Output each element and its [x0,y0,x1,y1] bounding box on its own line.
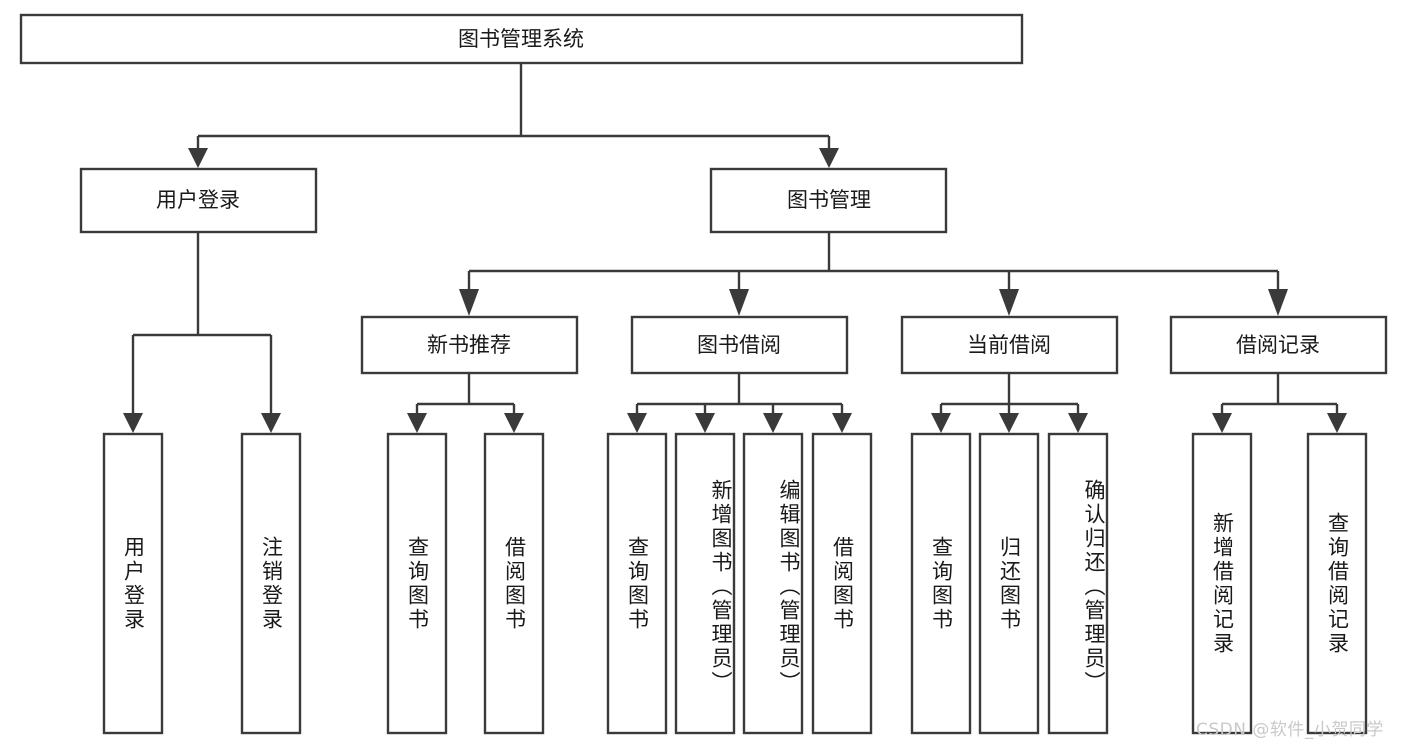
node-borrow-record-box[interactable] [1169,315,1388,375]
arrow-head-level3-3 [999,289,1019,316]
leaf-box-book-borrow-4[interactable] [811,432,873,735]
arrow-head-level3-2 [729,289,749,316]
arrow-head-level3-4 [1268,289,1288,316]
arrow-head-currentborrow-3 [1068,413,1088,433]
leaf-box-book-borrow-3[interactable] [742,432,804,735]
leaf-box-borrow-record-2[interactable] [1306,432,1368,735]
arrow-head-newbook-1 [407,413,427,433]
arrow-head-currentborrow-2 [999,413,1019,433]
arrow-head-bookborrow-3 [763,413,783,433]
node-borrow-record-label: 借阅记录 [1236,333,1320,357]
node-user-login-label: 用户登录 [156,188,240,212]
arrow-head-bookborrow-2 [695,413,715,433]
node-root-label: 图书管理系统 [458,27,584,51]
leaf-box-current-borrow-2[interactable] [978,432,1040,735]
leaf-box-user-login-2[interactable] [240,432,302,735]
node-book-borrow-box[interactable] [630,315,849,375]
node-book-manage-box[interactable] [709,167,948,234]
arrow-head-level2-2 [819,148,839,168]
leaf-box-new-book-1[interactable] [386,432,448,735]
arrow-head-currentborrow-1 [931,413,951,433]
csdn-watermark: CSDN @软件_小贺同学 [1196,720,1384,740]
leaf-box-book-borrow-2[interactable] [674,432,736,735]
leaf-box-book-borrow-1[interactable] [606,432,668,735]
arrow-head-level2-1 [188,148,208,168]
leaf-box-current-borrow-1[interactable] [910,432,972,735]
node-book-borrow-label: 图书借阅 [697,333,781,357]
leaf-box-borrow-record-1[interactable] [1191,432,1253,735]
node-root-box[interactable] [19,13,1024,65]
node-current-borrow-box[interactable] [900,315,1119,375]
leaf-box-new-book-2[interactable] [483,432,545,735]
arrow-head-newbook-2 [504,413,524,433]
node-new-book-box[interactable] [360,315,579,375]
arrow-head-borrowrecord-2 [1327,413,1347,433]
arrow-head-borrowrecord-1 [1212,413,1232,433]
node-new-book-label: 新书推荐 [427,333,511,357]
arrow-head-bookborrow-4 [832,413,852,433]
arrow-head-level3-1 [459,289,479,316]
arrow-head-bookborrow-1 [627,413,647,433]
leaf-box-current-borrow-3[interactable] [1047,432,1109,735]
node-current-borrow-label: 当前借阅 [967,333,1051,357]
arrow-head-userlogin-1 [123,413,143,433]
leaf-box-user-login-1[interactable] [102,432,164,735]
arrow-head-userlogin-2 [261,413,281,433]
node-book-manage-label: 图书管理 [787,188,871,212]
